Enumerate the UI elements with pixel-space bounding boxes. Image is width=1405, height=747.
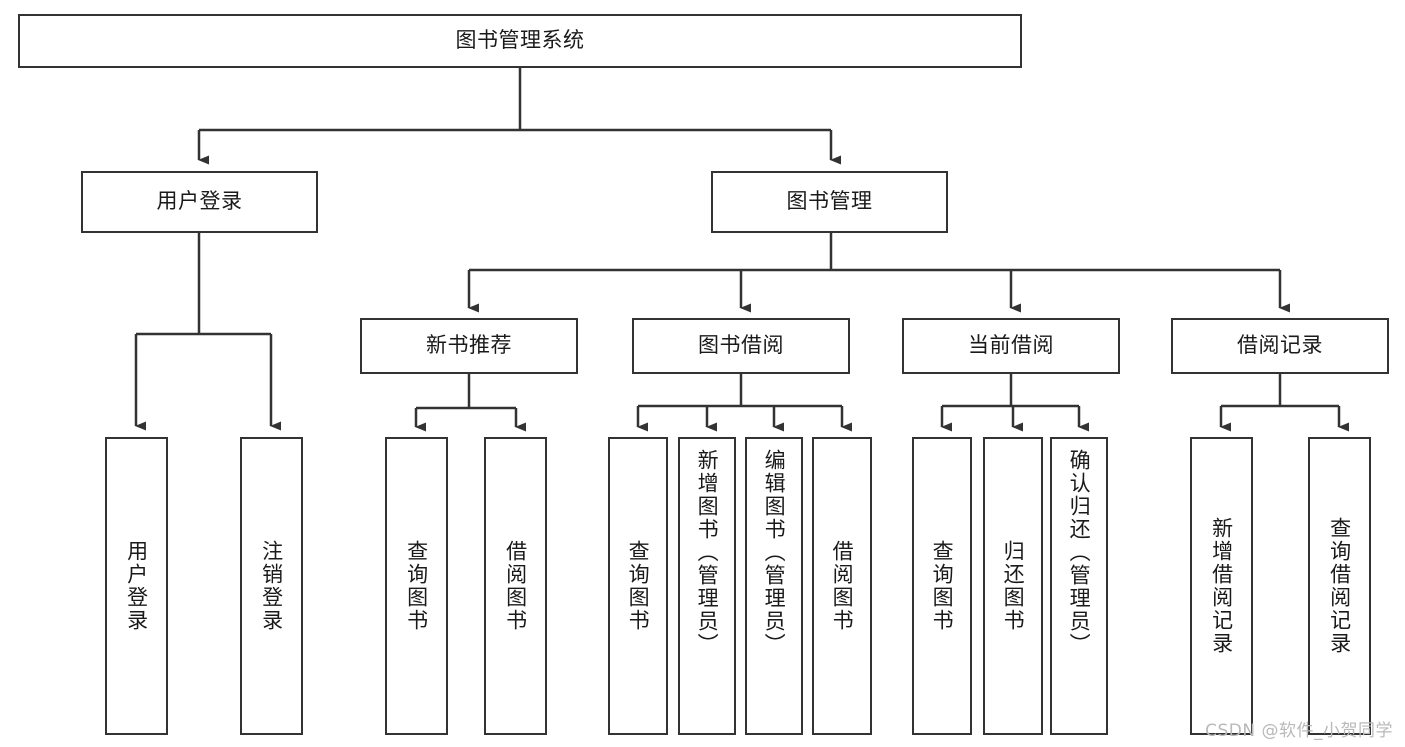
- leaf-query-borrow-record-label: 查询借阅记录: [1327, 517, 1352, 655]
- leaf-query-book-borrow[interactable]: 查询图书: [608, 437, 668, 735]
- leaf-user-login-label: 用户登录: [124, 540, 149, 632]
- node-book-management[interactable]: 图书管理: [711, 171, 948, 233]
- leaf-return-book[interactable]: 归还图书: [983, 437, 1043, 735]
- leaf-query-book-recommend[interactable]: 查询图书: [385, 437, 448, 735]
- leaf-return-book-label: 归还图书: [1001, 540, 1026, 632]
- leaf-add-borrow-record[interactable]: 新增借阅记录: [1190, 437, 1253, 735]
- leaf-logout[interactable]: 注销登录: [240, 437, 303, 735]
- leaf-user-login[interactable]: 用户登录: [105, 437, 168, 735]
- node-new-book-recommendation[interactable]: 新书推荐: [360, 318, 578, 374]
- node-book-borrowing-label: 图书借阅: [698, 333, 784, 358]
- node-current-borrowing[interactable]: 当前借阅: [902, 318, 1120, 374]
- leaf-confirm-return-admin-label: 确认归还（管理员）: [1067, 449, 1092, 656]
- leaf-add-borrow-record-label: 新增借阅记录: [1209, 517, 1234, 655]
- node-user-login[interactable]: 用户登录: [81, 171, 318, 233]
- node-root-label: 图书管理系统: [455, 28, 585, 53]
- leaf-borrow-book[interactable]: 借阅图书: [812, 437, 872, 735]
- leaf-query-book-current-label: 查询图书: [930, 540, 955, 632]
- leaf-query-book-recommend-label: 查询图书: [404, 540, 429, 632]
- node-borrowing-records[interactable]: 借阅记录: [1171, 318, 1389, 374]
- node-root[interactable]: 图书管理系统: [18, 14, 1022, 68]
- node-book-management-label: 图书管理: [786, 189, 873, 214]
- leaf-borrow-book-recommend-label: 借阅图书: [503, 540, 528, 632]
- node-book-borrowing[interactable]: 图书借阅: [632, 318, 850, 374]
- leaf-query-book-borrow-label: 查询图书: [626, 540, 651, 632]
- leaf-edit-book-admin-label: 编辑图书（管理员）: [762, 449, 787, 656]
- leaf-add-book-admin[interactable]: 新增图书（管理员）: [678, 437, 736, 735]
- leaf-logout-label: 注销登录: [259, 540, 284, 632]
- node-new-book-recommendation-label: 新书推荐: [426, 333, 512, 358]
- node-user-login-label: 用户登录: [156, 189, 243, 214]
- leaf-borrow-book-recommend[interactable]: 借阅图书: [484, 437, 547, 735]
- leaf-confirm-return-admin[interactable]: 确认归还（管理员）: [1050, 437, 1108, 735]
- watermark-text: CSDN @软件_小贺同学: [1205, 721, 1393, 741]
- leaf-edit-book-admin[interactable]: 编辑图书（管理员）: [745, 437, 803, 735]
- leaf-add-book-admin-label: 新增图书（管理员）: [695, 449, 720, 656]
- leaf-query-borrow-record[interactable]: 查询借阅记录: [1308, 437, 1371, 735]
- node-borrowing-records-label: 借阅记录: [1237, 333, 1323, 358]
- node-current-borrowing-label: 当前借阅: [968, 333, 1054, 358]
- leaf-query-book-current[interactable]: 查询图书: [912, 437, 972, 735]
- leaf-borrow-book-label: 借阅图书: [830, 540, 855, 632]
